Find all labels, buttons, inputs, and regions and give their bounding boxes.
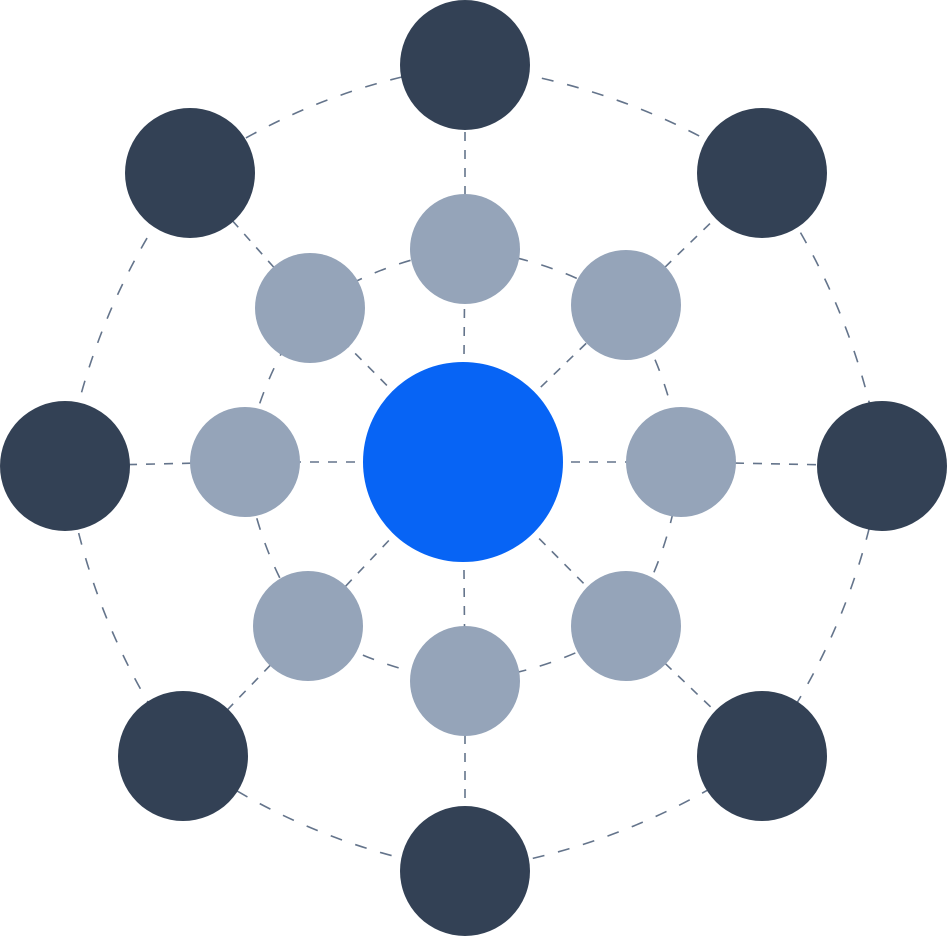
inner-node-nw [255,253,365,363]
outer-node-n [400,0,530,130]
inner-node-se [571,571,681,681]
outer-node-s [400,806,530,936]
inner-node-n [410,194,520,304]
outer-node-e [817,401,947,531]
hub-layer [363,362,563,562]
inner-node-w [190,407,300,517]
inner-node-ne [571,250,681,360]
outer-node-nw [125,108,255,238]
spoke-inner-ne-to-outer-ne [625,172,763,306]
hub-node [363,362,563,562]
inner-node-sw [253,571,363,681]
outer-node-ne [697,108,827,238]
spoke-inner-se-to-outer-se [625,625,763,757]
outer-node-se [697,691,827,821]
inner-node-e [626,407,736,517]
outer-node-sw [118,691,248,821]
inner-nodes [190,194,736,736]
outer-node-w [0,401,130,531]
inner-node-s [410,626,520,736]
